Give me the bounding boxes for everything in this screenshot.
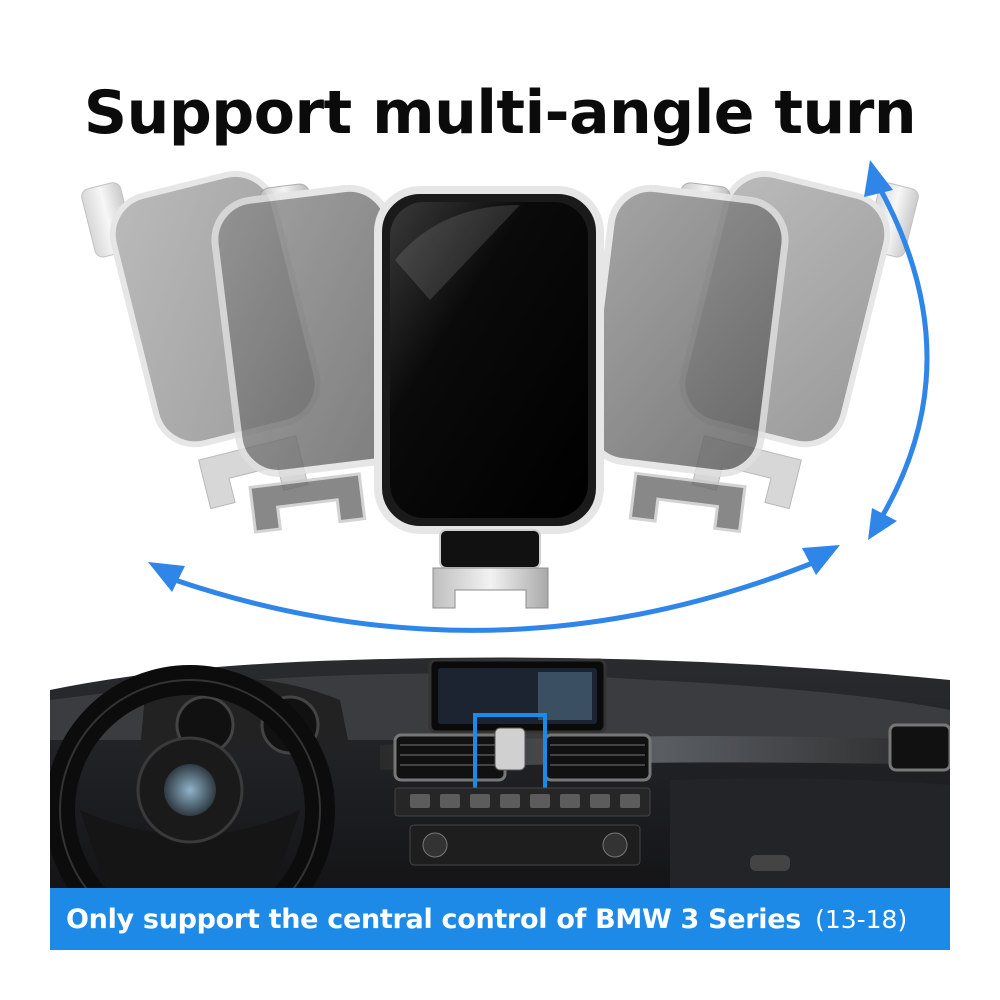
caption-main-text: Only support the central control of BMW … xyxy=(66,903,802,935)
caption-bar: Only support the central control of BMW … xyxy=(50,888,950,950)
curved-double-arrow-icon xyxy=(864,160,930,540)
headline: Support multi-angle turn xyxy=(83,78,917,148)
mount-position-center xyxy=(374,186,604,609)
caption-year-range: (13-18) xyxy=(815,904,908,934)
mount-position-right xyxy=(583,182,789,534)
rotating-mounts-illustration xyxy=(81,160,930,633)
curved-double-arrow-icon xyxy=(148,545,840,633)
